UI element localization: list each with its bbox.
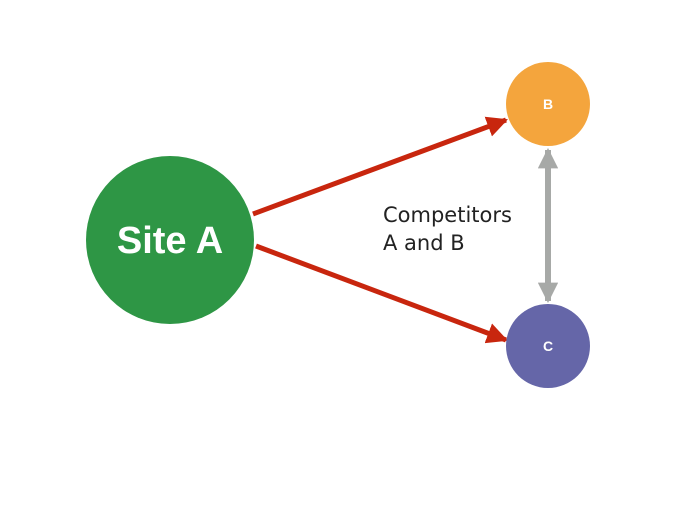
node-b-label: B xyxy=(543,96,553,112)
arrow-site-a-to-b xyxy=(252,116,508,217)
node-b: B xyxy=(506,62,590,146)
node-site-a-label: Site A xyxy=(117,220,223,262)
caption-line-2: A and B xyxy=(383,231,465,255)
arrow-site-a-to-c xyxy=(255,243,508,344)
node-c-circle xyxy=(506,304,590,388)
caption: Competitors A and B xyxy=(383,203,512,255)
node-c-label: C xyxy=(543,338,553,354)
caption-line-1: Competitors xyxy=(383,203,512,227)
node-site-a: Site A xyxy=(86,156,254,324)
node-b-circle xyxy=(506,62,590,146)
node-site-a-circle xyxy=(86,156,254,324)
node-c: C xyxy=(506,304,590,388)
